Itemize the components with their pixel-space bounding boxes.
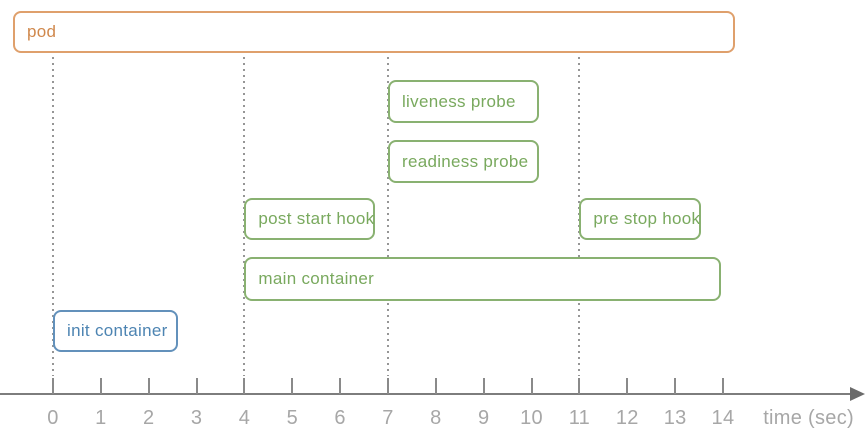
axis-arrow-icon — [850, 387, 865, 401]
pod-box: pod — [13, 11, 735, 53]
axis-tick-13 — [674, 378, 677, 394]
axis-tick-11 — [578, 378, 581, 394]
axis-tick-0 — [52, 378, 54, 394]
post-start-hook-box: post start hook — [244, 198, 375, 240]
axis-tick-3 — [195, 378, 198, 394]
dotted-guide-t0 — [52, 57, 54, 376]
axis-tick-label-10: 10 — [520, 407, 543, 429]
readiness-probe-box: readiness probe — [387, 140, 539, 183]
axis-tick-label-3: 3 — [190, 407, 203, 429]
axis-tick-1 — [99, 378, 102, 394]
axis-tick-6 — [339, 378, 342, 394]
axis-tick-label-11: 11 — [568, 407, 591, 429]
axis-tick-10 — [530, 378, 533, 394]
axis-tick-label-1: 1 — [95, 407, 107, 429]
axis-tick-7 — [386, 378, 389, 394]
axis-tick-14 — [721, 378, 724, 394]
axis-tick-5 — [291, 378, 294, 394]
axis-tick-label-5: 5 — [286, 407, 298, 429]
axis-tick-label-6: 6 — [334, 407, 346, 429]
axis-tick-label-12: 12 — [615, 407, 639, 429]
liveness-probe-box: liveness probe — [387, 80, 539, 123]
axis-tick-label-8: 8 — [430, 407, 442, 429]
init-container-box: init container — [53, 310, 178, 352]
time-unit-label: time (sec) — [763, 407, 854, 429]
main-container-box: main container — [244, 257, 721, 301]
dotted-guide-t7 — [386, 57, 389, 376]
axis-tick-4 — [243, 378, 246, 394]
axis-tick-label-13: 13 — [663, 407, 687, 429]
axis-tick-label-14: 14 — [711, 407, 735, 429]
axis-tick-label-7: 7 — [382, 407, 394, 429]
axis-tick-label-2: 2 — [142, 407, 155, 429]
pre-stop-hook-box: pre stop hook — [579, 198, 701, 240]
axis-tick-label-9: 9 — [477, 407, 490, 429]
axis-tick-2 — [147, 378, 150, 394]
axis-tick-label-4: 4 — [238, 407, 251, 429]
axis-tick-9 — [482, 378, 485, 394]
axis-tick-12 — [626, 378, 629, 394]
axis-tick-8 — [434, 378, 437, 394]
time-axis-line — [0, 393, 852, 395]
axis-tick-label-0: 0 — [47, 407, 59, 429]
